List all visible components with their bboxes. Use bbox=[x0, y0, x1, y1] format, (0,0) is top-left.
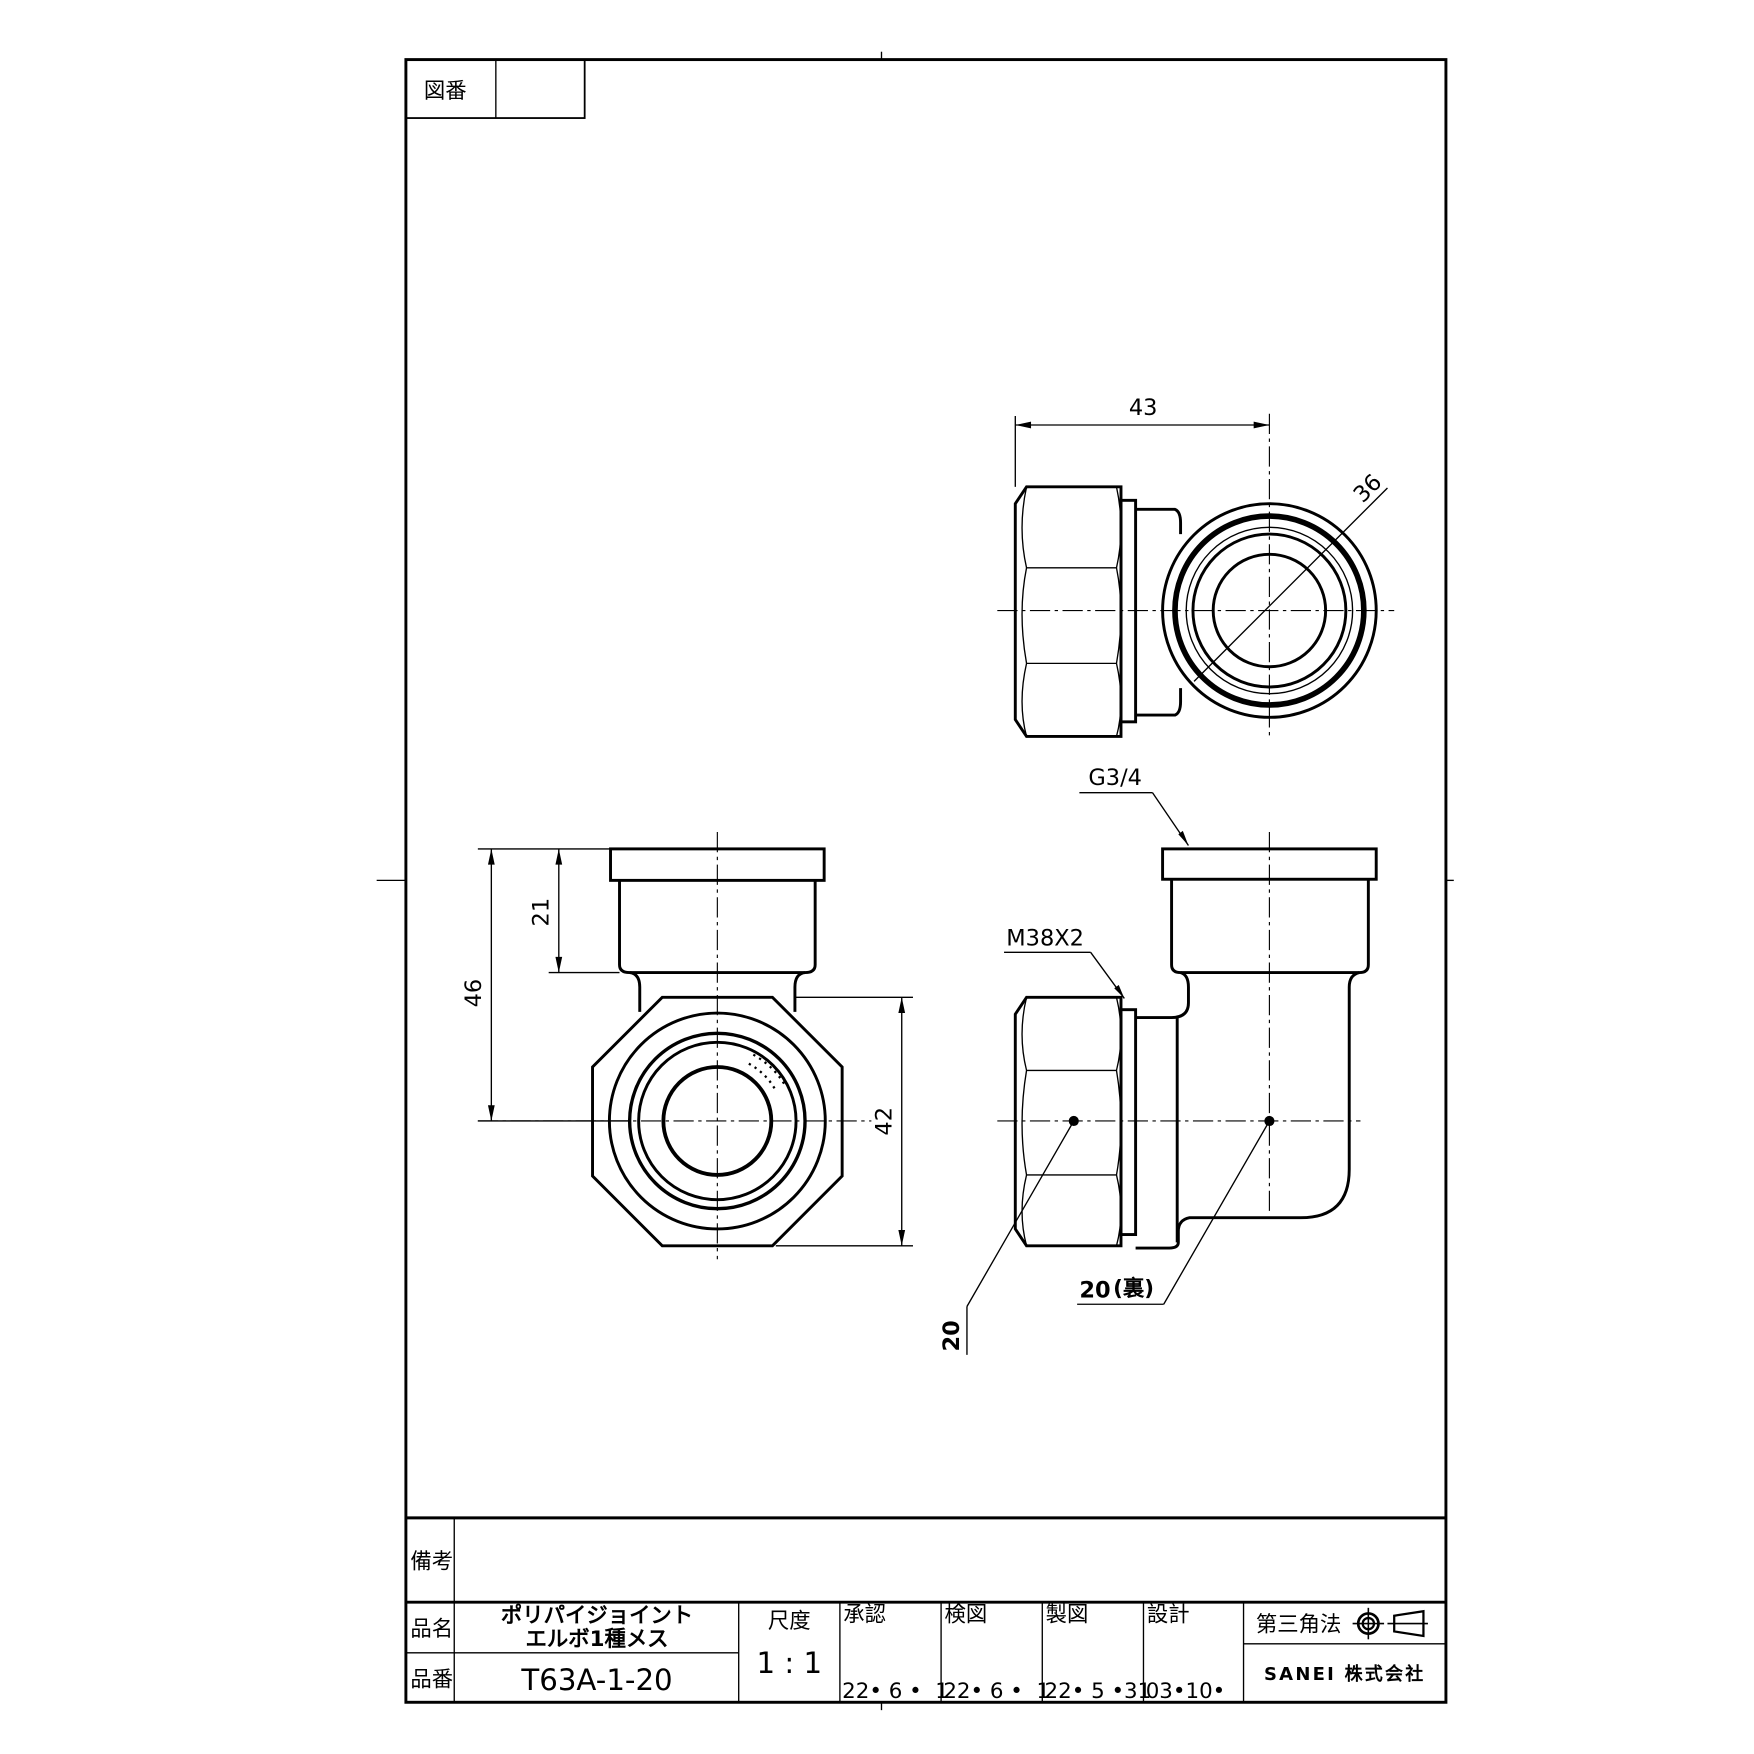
thread-g-label: G3/4 bbox=[1088, 765, 1142, 791]
approved-label: 承認 bbox=[843, 1602, 886, 1627]
top-view: 43 36 bbox=[997, 395, 1395, 739]
size-20-back-label: 20 bbox=[1079, 1278, 1110, 1304]
dim-width-43: 43 bbox=[1129, 395, 1158, 421]
projection-label: 第三角法 bbox=[1256, 1612, 1341, 1637]
center-marks bbox=[376, 51, 1454, 1711]
checked-label: 検図 bbox=[944, 1602, 987, 1627]
dim-hex-42: 42 bbox=[872, 1107, 898, 1136]
name-label: 品名 bbox=[410, 1617, 453, 1642]
scale-value: 1 : 1 bbox=[756, 1646, 822, 1680]
side-view: G3/4 M38X2 20 20 (裏) bbox=[939, 765, 1378, 1355]
drawn-date: 22• 5 •31 bbox=[1045, 1679, 1152, 1704]
number-label: 品番 bbox=[410, 1668, 453, 1693]
third-angle-projection-icon bbox=[1352, 1607, 1428, 1640]
reference-dot bbox=[1264, 1115, 1275, 1127]
dim-height-21: 21 bbox=[529, 898, 555, 927]
title-block: 備考 品名 品番 ポリパイジョイント エルボ1種メス T63A-1-20 尺度 … bbox=[405, 1516, 1446, 1704]
design-label: 設計 bbox=[1147, 1602, 1190, 1627]
dim-diameter-36: 36 bbox=[1349, 469, 1388, 508]
back-note: (裏) bbox=[1113, 1275, 1154, 1301]
thread-m-label: M38X2 bbox=[1006, 926, 1084, 952]
drawing-number-box: 図番 bbox=[404, 58, 586, 119]
scale-label: 尺度 bbox=[768, 1609, 811, 1634]
part-name-line1: ポリパイジョイント bbox=[501, 1602, 693, 1628]
reference-dot bbox=[1068, 1115, 1079, 1127]
drawn-label: 製図 bbox=[1046, 1602, 1089, 1627]
part-number: T63A-1-20 bbox=[520, 1663, 672, 1697]
part-name-line2: エルボ1種メス bbox=[526, 1627, 669, 1652]
size-20-label: 20 bbox=[939, 1320, 965, 1351]
approved-date: 22• 6 • 1 bbox=[842, 1679, 949, 1704]
design-date: 03•10• bbox=[1146, 1679, 1226, 1704]
front-view: 46 21 42 bbox=[461, 832, 913, 1260]
drawing-number-label: 図番 bbox=[424, 79, 467, 104]
drawing-frame bbox=[404, 58, 1448, 1704]
dim-height-46: 46 bbox=[461, 979, 487, 1008]
checked-date: 22• 6 • 1 bbox=[943, 1679, 1050, 1704]
remarks-label: 備考 bbox=[410, 1549, 453, 1574]
company-name: SANEI 株式会社 bbox=[1264, 1663, 1425, 1685]
